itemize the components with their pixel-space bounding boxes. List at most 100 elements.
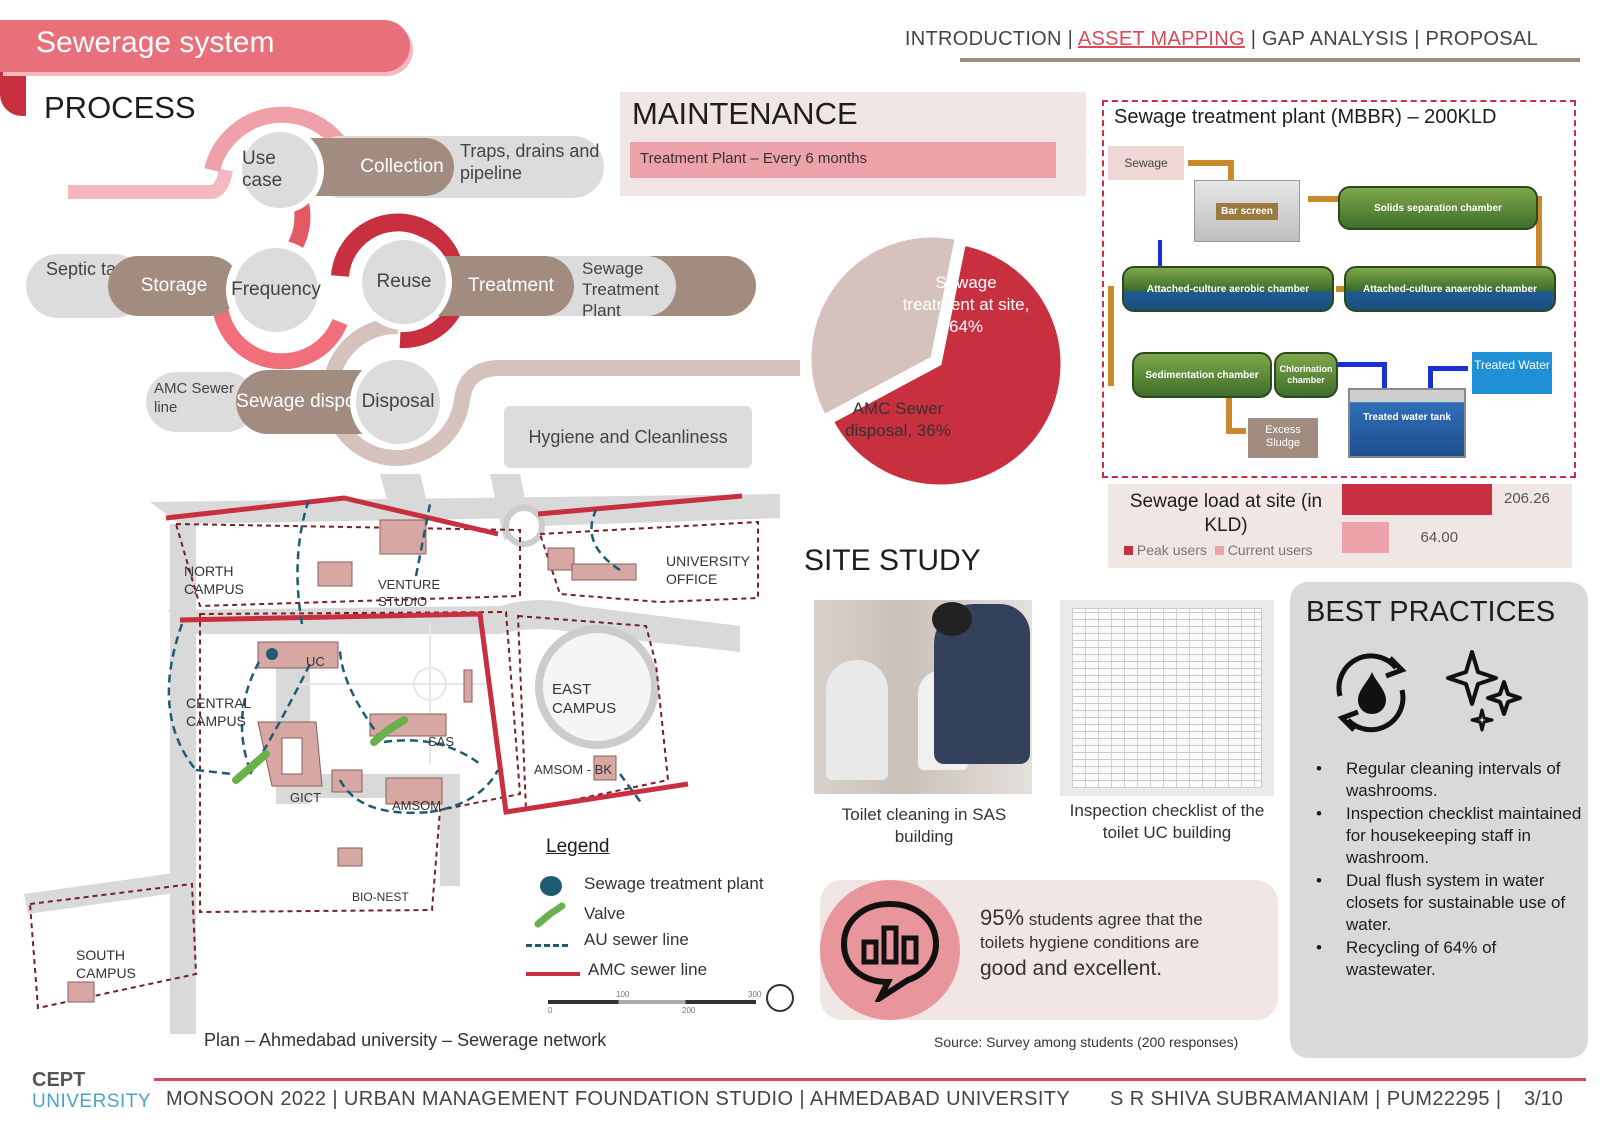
nav-underline [960,58,1580,62]
legend-amc-line-icon [526,972,580,976]
recycle-water-icon [1336,653,1407,733]
footer-studio: MONSOON 2022 | URBAN MANAGEMENT FOUNDATI… [166,1088,1071,1110]
best-practice-item: Recycling of 64% of wastewater. [1314,937,1584,981]
map-label-north: NORTH CAMPUS [184,563,244,597]
legend-stp-icon [540,876,562,896]
pipe [1308,196,1342,202]
map-label-amsom-bk: AMSOM - BK [534,762,613,777]
legend-au-line-icon [526,944,568,947]
stp-anaerobic-chamber: Attached-culture anaerobic chamber [1344,266,1556,312]
checklist-photo [1060,600,1274,796]
photo1-caption: Toilet cleaning in SAS building [841,805,1007,846]
pipe [1536,196,1542,286]
pipe [1226,428,1246,434]
reuse-node: Reuse [356,234,452,330]
load-chart-legend: Peak users Current users [1124,542,1313,558]
use-case-node: Use case [236,126,324,214]
load-chart-box [1108,484,1572,568]
nav-proposal[interactable]: PROPOSAL [1425,28,1538,50]
stp-diagram [1102,100,1576,478]
stp-sedimentation-chamber: Sedimentation chamber [1132,352,1272,398]
scale-200: 200 [682,1006,696,1015]
hygiene-box: Hygiene and Cleanliness [504,406,752,468]
map-legend-title: Legend [546,836,610,857]
pipe [1228,160,1234,186]
pie-slice [808,234,958,418]
footer-divider [154,1078,1586,1081]
page-title: Sewerage system [0,20,410,72]
map-label-univ-office: UNIVERSITY OFFICE [666,553,750,587]
stp-bar-screen: Bar screen [1194,180,1300,242]
stp-treated-water: Treated Water [1472,352,1552,394]
load-label-peak: 206.26 [1504,490,1550,507]
survey-highlight: good and excellent. [980,957,1163,980]
toilet-cleaning-photo [814,600,1032,794]
pipe [1336,286,1346,292]
storage-pill: Storage [108,256,240,316]
legend-stp: Sewage treatment plant [584,874,764,893]
map-label-sas: SAS [428,734,455,749]
nav-separator: | [1250,28,1257,50]
flow-line [1382,362,1387,394]
flow-line [1428,366,1433,396]
checklist-sheet [1072,608,1262,788]
best-practices-heading: BEST PRACTICES [1306,596,1556,628]
load-bar-current [1342,522,1389,553]
best-practices-list: Regular cleaning intervals of washrooms.… [1314,758,1584,982]
map-label-venture: VENTURE STUDIO [378,577,441,609]
load-bar-peak [1342,484,1492,515]
legend-au-line: AU sewer line [584,930,689,949]
pipe [1108,286,1114,386]
nav-introduction[interactable]: INTRODUCTION [904,28,1062,50]
pipe [1188,160,1234,166]
top-nav: INTRODUCTION | ASSET MAPPING | GAP ANALY… [905,28,1538,51]
best-practice-item: Inspection checklist maintained for hous… [1314,803,1584,869]
maintenance-heading: MAINTENANCE [632,96,858,131]
stp-title: Sewage treatment plant (MBBR) – 200KLD [1114,106,1497,128]
cept-logo-bottom: UNIVERSITY [32,1091,152,1112]
scale-300: 300 [748,990,762,999]
load-chart-title: Sewage load at site (in KLD) [1129,491,1323,536]
site-study-heading: SITE STUDY [804,544,981,577]
legend-amc-line: AMC sewer line [588,960,708,979]
sparkle-clean-icon [1446,650,1522,732]
north-arrow-icon [766,984,794,1012]
air-inlet [1158,240,1162,266]
map-label-uc: UC [306,654,325,669]
sewage-pie-chart [808,234,1064,488]
scale-bar [548,1000,756,1004]
legend-swatch-current [1214,546,1224,555]
scale-0: 0 [548,1006,553,1015]
pie-slice [830,242,1064,488]
legend-valve: Valve [584,904,626,923]
map-label-central: CENTRAL CAMPUS [186,695,251,729]
pie-label-treatment: Sewage treatment at site, 64% [902,273,1030,336]
process-heading: PROCESS [44,90,196,125]
pipe [1226,396,1232,434]
nav-asset-mapping[interactable]: ASSET MAPPING [1077,28,1245,50]
person-head [932,602,972,636]
map-label-gict: GICT [290,790,322,805]
map-label-bio-nest: BIO-NEST [352,890,409,904]
collection-pill: Collection [310,138,454,196]
scale-100: 100 [616,990,630,999]
stp-sewage-inlet: Sewage [1108,146,1184,180]
page-number: 3/10 [1524,1088,1563,1110]
maintenance-item: Treatment Plant – Every 6 months [630,142,1056,178]
legend-swatch-peak [1124,546,1133,555]
map-caption: Plan – Ahmedabad university – Sewerage n… [204,1030,607,1050]
frequency-node: Frequency [226,240,326,340]
stp-treated-tank: Treated water tank [1348,388,1466,458]
campus-map [24,474,780,1034]
stp-aerobic-chamber: Attached-culture aerobic chamber [1122,266,1334,312]
stp-excess-sludge: Excess Sludge [1248,418,1318,458]
best-practice-item: Regular cleaning intervals of washrooms. [1314,758,1584,802]
nav-gap-analysis[interactable]: GAP ANALYSIS [1262,28,1409,50]
footer-author: S R SHIVA SUBRAMANIAM | PUM22295 | [1110,1088,1502,1110]
stp-chlorination-chamber: Chlorination chamber [1274,352,1338,398]
load-label-current: 64.00 [1420,529,1459,546]
stp-map-marker [266,648,278,660]
disposal-node: Disposal [350,354,446,450]
flow-line [1338,362,1386,367]
nav-separator: | [1414,28,1420,50]
